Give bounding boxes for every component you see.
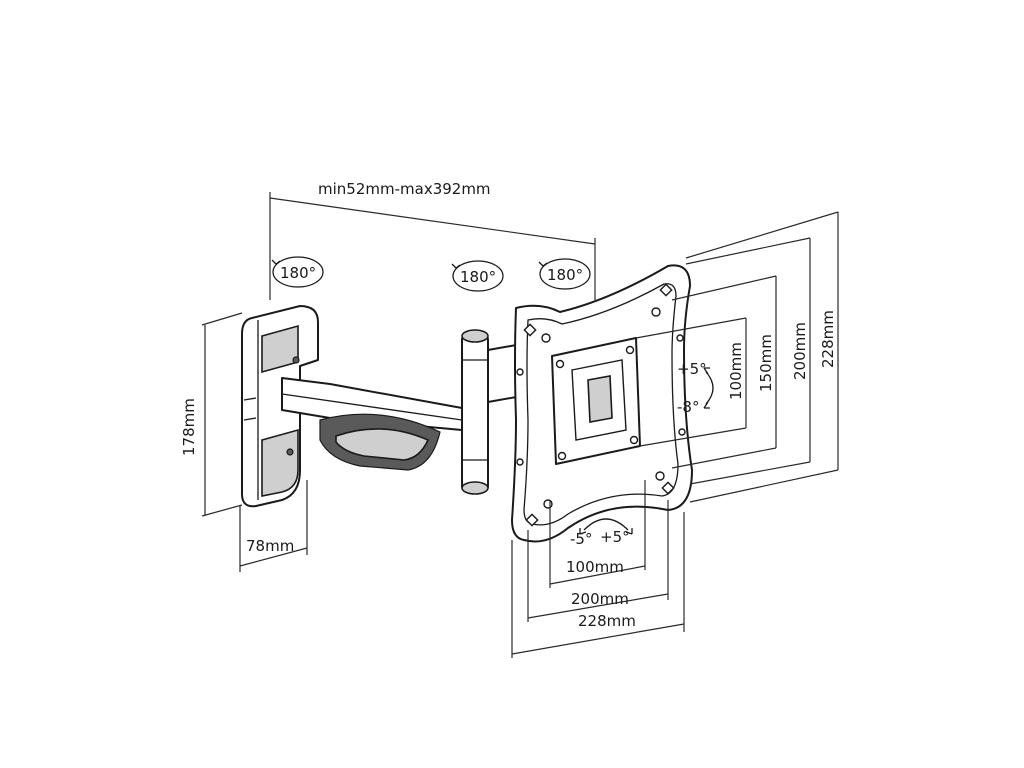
wall-plate-height-dimension: 178mm bbox=[180, 312, 243, 517]
vesa-hole-br-100 bbox=[629, 435, 639, 445]
tilt-arc-icon bbox=[705, 371, 714, 405]
wall-height-bottom-extension bbox=[201, 504, 243, 517]
arm-elbow-top-cap bbox=[461, 329, 489, 343]
vesa-center-slot bbox=[587, 375, 613, 423]
vesa-hole-tr-100 bbox=[625, 345, 635, 355]
arm-brace-highlight bbox=[335, 428, 430, 461]
h100-line bbox=[549, 565, 646, 585]
wall-plate-height-label: 178mm bbox=[180, 398, 198, 456]
swivel-mid-arrow-icon bbox=[451, 263, 461, 269]
rotation-arrow-left-icon bbox=[579, 528, 587, 535]
vesa-hole-tr-200 bbox=[651, 307, 661, 317]
tilt-arrow-down-icon bbox=[703, 401, 710, 409]
vesa-h-100-label: 100mm bbox=[566, 558, 624, 576]
arm-segment-primary-ridge bbox=[281, 393, 463, 421]
v200-bottom-extension bbox=[689, 461, 811, 485]
wall-plate-screw-bottom bbox=[286, 448, 294, 456]
wall-plate-width-label: 78mm bbox=[246, 537, 294, 555]
wall-width-line bbox=[239, 547, 308, 567]
vesa-v-150-label: 150mm bbox=[757, 334, 775, 392]
tilt-up-label: +5° bbox=[677, 360, 707, 378]
v150-top-extension bbox=[671, 275, 777, 301]
wall-plate-body bbox=[241, 305, 319, 508]
tilt-arrow-up-icon bbox=[703, 367, 710, 375]
v228-bottom-extension bbox=[689, 469, 839, 503]
vesa-hole-tr-outer bbox=[659, 283, 673, 297]
swivel-right-label: 180° bbox=[547, 266, 583, 284]
v150-bottom-extension bbox=[671, 447, 777, 469]
swivel-indicator-left: 180° bbox=[271, 256, 324, 288]
swivel-indicator-mid: 180° bbox=[451, 260, 504, 292]
swivel-indicator-right: 180° bbox=[538, 258, 591, 290]
articulating-arm bbox=[281, 329, 523, 495]
extension-dimension: min52mm-max392mm bbox=[269, 180, 596, 300]
arm-elbow-bottom-cap bbox=[461, 481, 489, 495]
wall-height-top-extension bbox=[201, 312, 243, 326]
tilt-indicator: +5° -8° bbox=[677, 360, 714, 416]
wall-plate bbox=[241, 305, 319, 508]
vesa-hole-tl-outer bbox=[523, 323, 537, 337]
vesa-h-200-label: 200mm bbox=[571, 590, 629, 608]
wall-plate-notches bbox=[243, 397, 257, 421]
swivel-left-arrow-icon bbox=[271, 259, 281, 265]
wall-plate-screw-top bbox=[292, 356, 300, 364]
rotation-arc-icon bbox=[583, 518, 629, 531]
vesa-hole-br-200 bbox=[655, 471, 665, 481]
v100-top-extension bbox=[635, 317, 747, 339]
vesa-hole-br-outer bbox=[661, 481, 675, 495]
tilt-down-label: -8° bbox=[677, 398, 699, 416]
vesa-hole-bl-200 bbox=[543, 499, 553, 509]
vesa-h-228-label: 228mm bbox=[578, 612, 636, 630]
vesa-hole-bl-outer bbox=[525, 513, 539, 527]
v100-bottom-extension bbox=[639, 427, 747, 447]
swivel-left-rotation-icon bbox=[272, 256, 324, 288]
rotate-left-label: -5° bbox=[570, 530, 592, 548]
vesa-v-228-label: 228mm bbox=[819, 310, 837, 368]
wall-plate-bottom-cap bbox=[261, 428, 299, 497]
extension-dimension-line bbox=[269, 197, 596, 245]
rotation-indicator: -5° +5° bbox=[570, 518, 633, 548]
wall-plate-width-dimension: 78mm bbox=[239, 480, 308, 572]
vesa-edge-hole-4 bbox=[678, 428, 686, 436]
vesa-plate bbox=[511, 264, 693, 543]
vesa-edge-hole-3 bbox=[676, 334, 684, 342]
rotation-arrow-right-icon bbox=[625, 528, 633, 535]
swivel-left-label: 180° bbox=[280, 264, 316, 282]
vesa-edge-hole-2 bbox=[516, 458, 524, 466]
vesa-vertical-dimensions: 100mm 150mm 200mm 228mm bbox=[635, 211, 839, 503]
vesa-hole-bl-100 bbox=[557, 451, 567, 461]
v200-top-extension bbox=[685, 237, 811, 265]
swivel-mid-label: 180° bbox=[460, 268, 496, 286]
vesa-v-100-label: 100mm bbox=[727, 342, 745, 400]
swivel-mid-rotation-icon bbox=[452, 260, 504, 292]
h200-line bbox=[527, 593, 669, 619]
vesa-hole-tl-100 bbox=[555, 359, 565, 369]
vesa-edge-hole-1 bbox=[516, 368, 524, 376]
v228-top-extension bbox=[685, 211, 839, 259]
swivel-right-arrow-icon bbox=[538, 261, 548, 267]
vesa-horizontal-dimensions: 100mm 200mm 228mm bbox=[511, 480, 685, 658]
vesa-hole-tl-200 bbox=[541, 333, 551, 343]
extension-label: min52mm-max392mm bbox=[318, 180, 491, 198]
h228-line bbox=[511, 623, 685, 655]
rotate-right-label: +5° bbox=[600, 528, 630, 546]
arm-elbow-joint bbox=[461, 333, 489, 493]
swivel-right-rotation-icon bbox=[539, 258, 591, 290]
vesa-v-200-label: 200mm bbox=[791, 322, 809, 380]
